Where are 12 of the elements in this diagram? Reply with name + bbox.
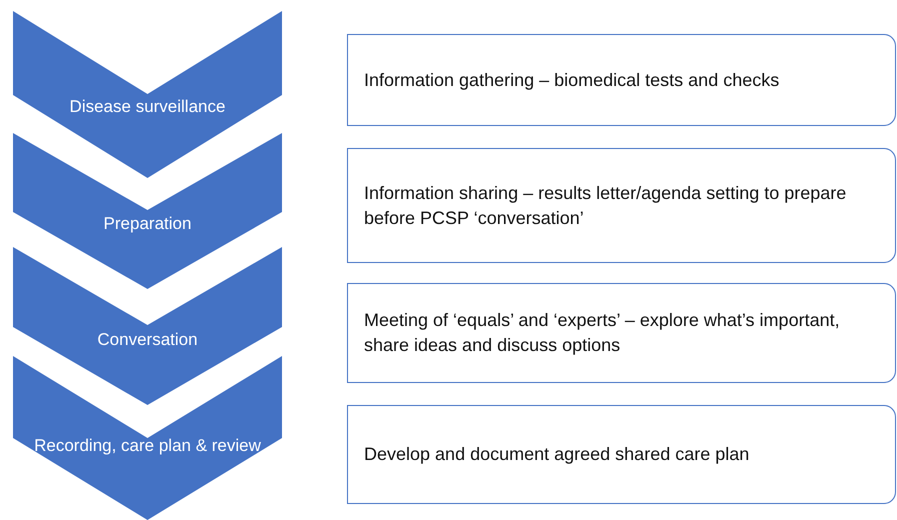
description-text: Information gathering – biomedical tests and checks (364, 68, 780, 92)
description-box (347, 405, 896, 504)
step-label: Recording, care plan & review (33, 435, 262, 457)
step-label: Disease surveillance (68, 96, 226, 118)
description-box (347, 148, 896, 263)
step-label: Preparation (102, 213, 192, 235)
description-text: Develop and document agreed shared care plan (364, 443, 750, 466)
description-text: Information sharing – results letter/agenda setting to prepare before PCSP ‘conversation’ (364, 182, 848, 230)
description-box (347, 34, 896, 126)
description-text: Meeting of ‘equals’ and ‘experts’ – explore what’s important, share ideas and discuss options (364, 309, 841, 357)
description-box (347, 283, 896, 383)
step-label: Conversation (96, 329, 199, 351)
